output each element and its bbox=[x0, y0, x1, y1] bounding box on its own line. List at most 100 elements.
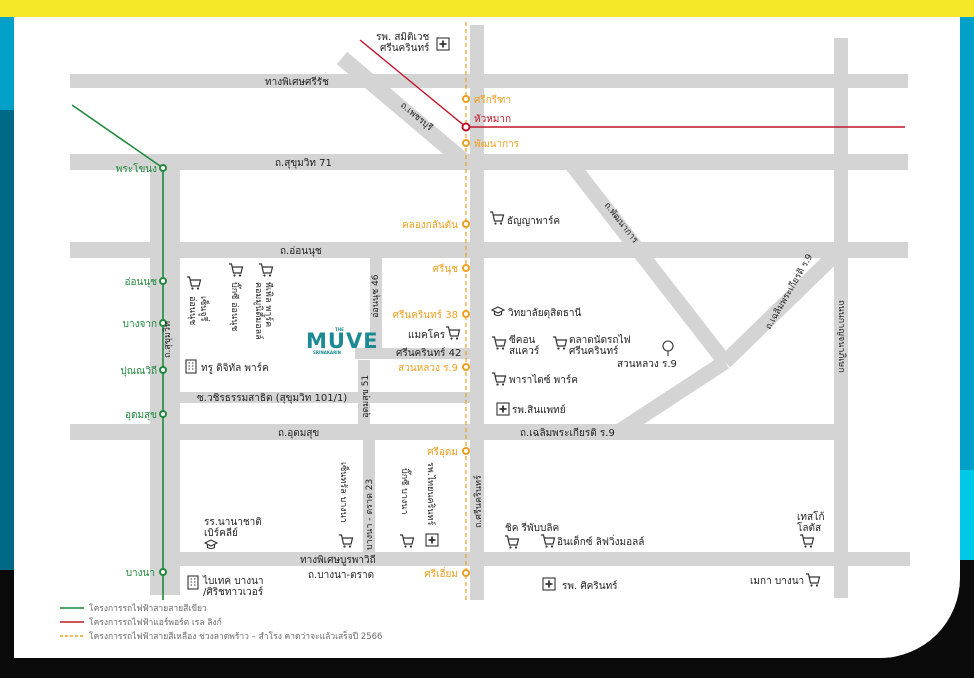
poi-century-onnut[interactable]: เซ็นจูรี่ อ่อนนุช bbox=[186, 276, 211, 325]
legend-item-yellow: โครงการรถไฟฟ้าสายสีเหลือง ช่วงลาดพร้าว –… bbox=[60, 630, 382, 642]
station-onnut[interactable]: อ่อนนุช bbox=[125, 277, 167, 288]
poi-bitec-bangna[interactable]: ไบเทค บางนา /ศิริชทาวเวอร์ bbox=[187, 575, 264, 598]
poi-samitivej-hospital[interactable]: รพ. สมิติเวช ศรีนครินทร์ bbox=[376, 32, 450, 54]
poi-tesco-lotus[interactable]: เทสโก้ โลตัส bbox=[797, 510, 825, 549]
road-sukhumvit71 bbox=[70, 154, 908, 170]
road-udomsuk bbox=[70, 424, 840, 440]
poi-mega-bangna[interactable]: เมกา บางนา bbox=[750, 573, 821, 588]
poi-thanya-park[interactable]: ธัญญาพาร์ค bbox=[489, 211, 560, 227]
station-sriiam[interactable]: ศรีเอี่ยม bbox=[424, 566, 470, 580]
road-label-udomsuk: ถ.อุดมสุข bbox=[278, 428, 319, 439]
cart-icon bbox=[489, 211, 505, 226]
green-stations: พระโขนง อ่อนนุช บางจาก ปุณณวิถี อุดมสุข … bbox=[116, 162, 167, 579]
place-label: โลตัส bbox=[797, 521, 821, 534]
road-label-srinakarin42: ศรีนครินทร์ 42 bbox=[396, 347, 461, 359]
station-label: บางนา bbox=[126, 568, 155, 579]
cart-icon bbox=[540, 534, 556, 549]
station-huamak[interactable]: หัวหมาก bbox=[461, 114, 512, 132]
cart-icon bbox=[186, 276, 202, 291]
place-label: บิ๊กซี บางนา bbox=[399, 468, 412, 515]
place-label: อินเด็กซ์ ลิฟวิ่งมอลล์ bbox=[557, 534, 644, 548]
station-label: สวนหลวง ร.9 bbox=[398, 363, 458, 374]
cart-icon bbox=[552, 336, 568, 351]
station-srinakarin38[interactable]: ศรีนครินทร์ 38 bbox=[393, 309, 470, 321]
station-label: ศรีเอี่ยม bbox=[424, 566, 458, 580]
station-punnawithi[interactable]: ปุณณวิถี bbox=[120, 365, 167, 377]
place-label: ธัญญาพาร์ค bbox=[507, 215, 560, 227]
station-srikrita[interactable]: ศรีกรีฑา bbox=[462, 94, 511, 106]
poi-suanluang-park[interactable]: สวนหลวง ร.9 bbox=[617, 340, 677, 370]
road-udomsuk51 bbox=[358, 360, 370, 430]
school-icon bbox=[491, 306, 505, 317]
place-label: ตลาดนัดรถไฟ bbox=[569, 334, 631, 346]
road-label-bangnatrat: ถ.บางนา-ตราด bbox=[308, 570, 374, 581]
station-label: ศรีนุช bbox=[433, 263, 459, 275]
poi-people-park[interactable]: พีเพิล พาร์ค คอมมูนิตี้มอลล์ bbox=[253, 263, 275, 340]
road-labels: ทางพิเศษศรีรัช ถ.เพชรบุรี ถ.สุขุมวิท 71 … bbox=[162, 76, 847, 581]
road-burapha-expressway bbox=[170, 552, 910, 566]
legend: โครงการรถไฟฟ้าสายสายสีเขียว โครงการรถไฟฟ… bbox=[60, 603, 382, 642]
poi-seacon-square[interactable]: ซีคอน สแควร์ bbox=[491, 334, 540, 357]
place-label: สแควร์ bbox=[509, 345, 540, 357]
road-onnut46 bbox=[370, 258, 382, 353]
poi-index-living-mall[interactable]: อินเด็กซ์ ลิฟวิ่งมอลล์ bbox=[540, 534, 644, 549]
road-chaloem-upper bbox=[719, 244, 846, 368]
brand-small: THE bbox=[335, 327, 344, 332]
yellow-stations: ศรีกรีฑา พัฒนาการ คลองกลันตัน ศรีนุช ศรี… bbox=[393, 94, 520, 580]
station-sriudom[interactable]: ศรีอุดม bbox=[427, 446, 470, 458]
station-bangna[interactable]: บางนา bbox=[126, 568, 167, 579]
poi-thainakarin-hospital[interactable]: รพ.ไทยนครินทร์ bbox=[425, 462, 439, 547]
station-khlongkalantan[interactable]: คลองกลันตัน bbox=[402, 220, 470, 231]
road-label-onnut: ถ.อ่อนนุช bbox=[280, 246, 322, 257]
station-label: ศรีนครินทร์ 38 bbox=[393, 309, 458, 321]
road-bangnatrat23 bbox=[363, 440, 375, 560]
project-logo[interactable]: THE MUVE SRINAKARIN bbox=[306, 327, 379, 355]
poi-paradise-park[interactable]: พาราไดซ์ พาร์ค bbox=[491, 372, 578, 387]
poi-chic-republic[interactable]: ชิค รีพับบลิค bbox=[504, 522, 559, 550]
station-phrakhanong[interactable]: พระโขนง bbox=[116, 162, 167, 175]
place-label: รพ. สมิติเวช bbox=[376, 32, 430, 43]
map-card: พระโขนง อ่อนนุช บางจาก ปุณณวิถี อุดมสุข … bbox=[14, 17, 960, 658]
station-srinut[interactable]: ศรีนุช bbox=[433, 263, 470, 275]
poi-berkeley-school[interactable]: รร.นานาชาติ เบิร์คลีย์ bbox=[204, 517, 262, 550]
road-label-sirat: ทางพิเศษศรีรัช bbox=[265, 76, 329, 88]
station-label: อุดมสุข bbox=[125, 410, 157, 421]
station-label: หัวหมาก bbox=[474, 114, 511, 125]
station-label: อ่อนนุช bbox=[125, 277, 158, 288]
road-label-burapha: ทางพิเศษบูรพาวิถี bbox=[300, 554, 376, 566]
road-chaloem-lower bbox=[613, 355, 730, 439]
building-icon bbox=[187, 575, 199, 590]
place-label: เทสโก้ bbox=[797, 510, 825, 523]
cart-icon bbox=[258, 263, 274, 278]
poi-bigc-onnut[interactable]: บิ๊กซี อ่อนนุช bbox=[228, 263, 244, 331]
station-udomsuk[interactable]: อุดมสุข bbox=[125, 410, 167, 421]
station-phatthanakan[interactable]: พัฒนาการ bbox=[462, 139, 520, 150]
legend-label: โครงการรถไฟฟ้าสายสีเหลือง ช่วงลาดพร้าว –… bbox=[89, 630, 382, 642]
poi-central-bangna[interactable]: เซ็นทรัล บางนา bbox=[338, 462, 354, 549]
station-suanluang[interactable]: สวนหลวง ร.9 bbox=[398, 363, 470, 374]
legend-item-green: โครงการรถไฟฟ้าสายสายสีเขียว bbox=[60, 603, 207, 614]
poi-sinphat-hospital[interactable]: รพ.สินแพทย์ bbox=[496, 402, 566, 416]
cart-icon bbox=[399, 534, 415, 549]
road-label-kanchanaphisek-v: ถนนกาญจนาภิเษก bbox=[836, 300, 847, 373]
road-label-sukhumvit71: ถ.สุขุมวิท 71 bbox=[275, 158, 332, 169]
poi-true-digital-park[interactable]: ทรู ดิจิทัล พาร์ค bbox=[185, 359, 269, 374]
poi-dusit-college[interactable]: วิทยาลัยดุสิตธานี bbox=[491, 306, 581, 319]
frame-top-band bbox=[0, 0, 974, 17]
legend-item-red: โครงการรถไฟฟ้าแอร์พอร์ต เรล ลิงก์ bbox=[60, 617, 222, 628]
poi-bigc-bangna[interactable]: บิ๊กซี บางนา bbox=[399, 468, 415, 549]
poi-train-market[interactable]: ตลาดนัดรถไฟ ศรีนครินทร์ bbox=[552, 334, 631, 357]
place-label: รพ. ศิครินทร์ bbox=[562, 580, 618, 592]
road-wachiratham bbox=[170, 392, 470, 403]
poi-sikarin-hospital[interactable]: รพ. ศิครินทร์ bbox=[542, 577, 618, 592]
school-icon bbox=[204, 539, 218, 550]
place-label: คอมมูนิตี้มอลล์ bbox=[253, 282, 266, 340]
legend-label: โครงการรถไฟฟ้าสายสายสีเขียว bbox=[89, 603, 207, 614]
place-label: รร.นานาชาติ bbox=[204, 517, 262, 528]
road-label-chaloem: ถ.เฉลิมพระเกียรติ ร.9 bbox=[520, 427, 615, 439]
green-line bbox=[71, 104, 164, 600]
cart-icon bbox=[504, 535, 520, 550]
station-label: คลองกลันตัน bbox=[402, 220, 458, 231]
station-bangchak[interactable]: บางจาก bbox=[123, 319, 167, 330]
poi-makro[interactable]: แมคโคร bbox=[408, 326, 461, 341]
